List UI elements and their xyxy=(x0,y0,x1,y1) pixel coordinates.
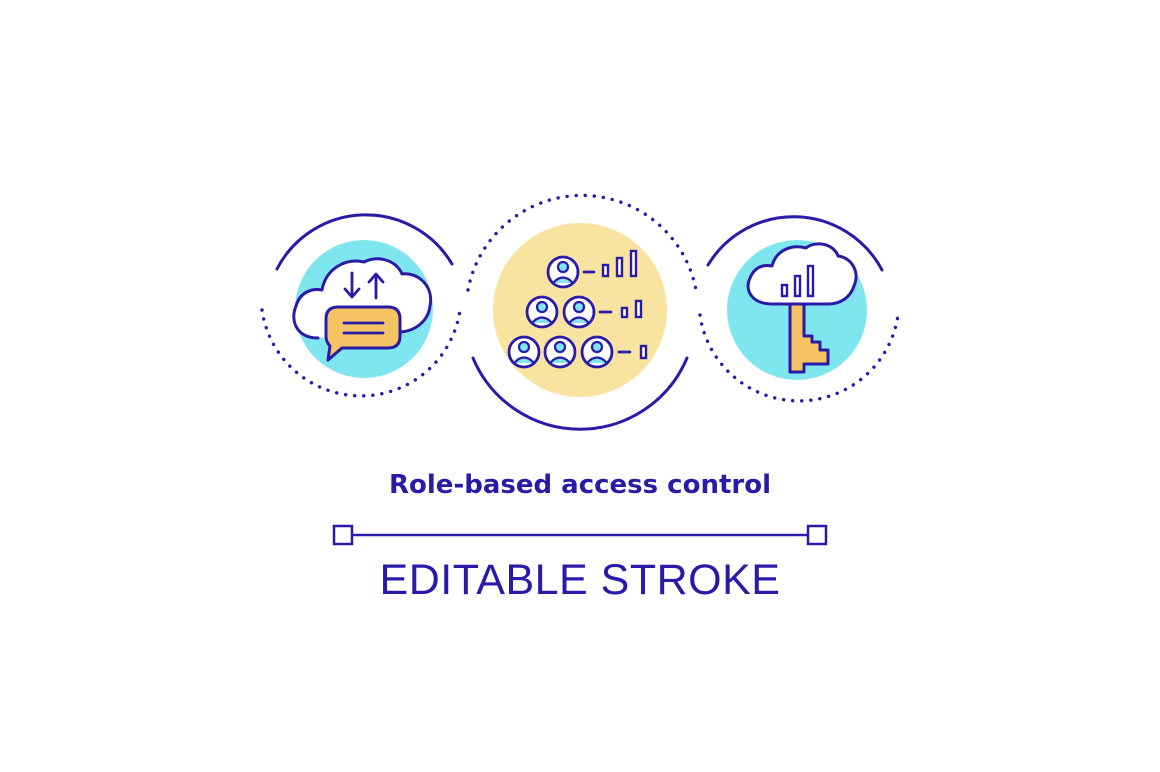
user-avatar-icon xyxy=(562,295,596,329)
anchor-handle-right[interactable] xyxy=(806,524,828,546)
editable-stroke-line xyxy=(332,524,828,546)
editable-stroke-label: EDITABLE STROKE xyxy=(379,556,781,604)
user-avatar-icon xyxy=(546,255,580,289)
cloud-chat-icon xyxy=(260,213,462,398)
user-avatar-icon xyxy=(543,335,577,369)
anchor-handle-left[interactable] xyxy=(332,524,354,546)
role-hierarchy-icon xyxy=(466,193,698,431)
user-avatar-icon xyxy=(580,335,614,369)
user-avatar-icon xyxy=(507,335,541,369)
concept-title: Role-based access control xyxy=(389,470,771,500)
user-avatar-icon xyxy=(525,295,559,329)
cloud-key-icon xyxy=(698,215,900,403)
